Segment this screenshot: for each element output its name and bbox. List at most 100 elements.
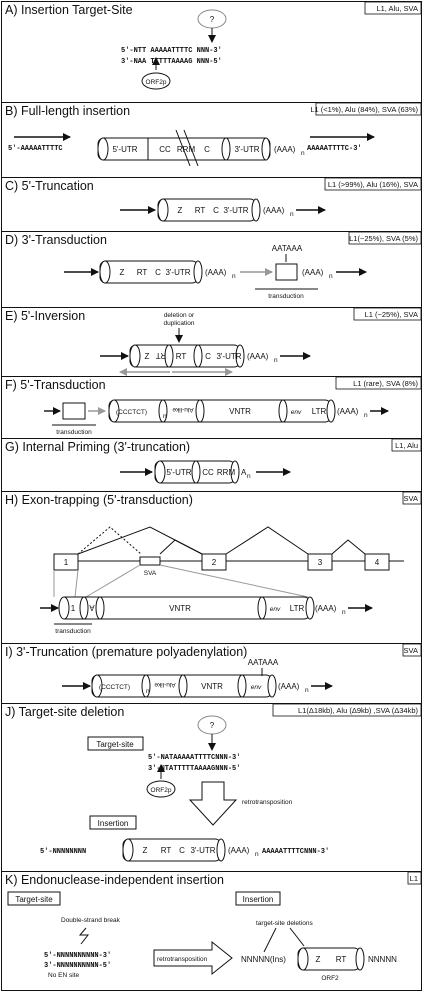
transduced-segment	[275, 263, 298, 281]
svg-text:ORF2: ORF2	[321, 975, 339, 982]
svg-text:Alu-like: Alu-like	[154, 681, 176, 688]
svg-text:?: ?	[210, 721, 215, 730]
svg-text:(AAA): (AAA)	[205, 268, 227, 277]
svg-text:A: A	[241, 468, 247, 477]
svg-text:(AAA): (AAA)	[302, 268, 324, 277]
svg-text:AATAAA: AATAAA	[272, 244, 303, 253]
panel-h-content: 1 SVA 2 3 4 1 A VNTR env LTR (AAA) n tra…	[40, 526, 404, 635]
svg-text:ORF2p: ORF2p	[151, 787, 172, 794]
l1-left-cap	[97, 137, 109, 161]
svg-text:duplication: duplication	[163, 320, 194, 327]
orf2p-label: ORF2p	[146, 79, 167, 86]
svg-text:LTR: LTR	[290, 604, 305, 613]
svg-text:1: 1	[71, 604, 76, 613]
svg-text:Insertion: Insertion	[243, 895, 274, 904]
dsb-label: Double-strand break	[61, 917, 121, 924]
svg-text:C: C	[205, 352, 211, 361]
lightning-icon	[78, 927, 90, 945]
svg-text:(AAA): (AAA)	[247, 352, 269, 361]
panel-titles: A) Insertion Target-Site B) Full-length …	[5, 3, 247, 887]
svg-text:transduction: transduction	[268, 293, 304, 300]
svg-text:RT: RT	[336, 955, 347, 964]
svg-text:Z: Z	[145, 352, 150, 361]
retrotransposition-arrow	[188, 781, 238, 826]
seq-top: 5'-NTT AAAAATTTTC NNN-3'	[121, 47, 222, 55]
svg-text:No EN site: No EN site	[48, 972, 79, 979]
svg-text:Z: Z	[316, 955, 321, 964]
seq-bottom: 3'-NAA TTTTTAAAAG NNN-5'	[121, 58, 222, 66]
title-e: E) 5'-Inversion	[5, 309, 85, 323]
svg-text:(AAA): (AAA)	[274, 145, 296, 154]
svg-text:(AAA): (AAA)	[337, 407, 359, 416]
svg-text:RT: RT	[176, 352, 187, 361]
panel-a-content: ? 5'-NTT AAAAATTTTC NNN-3' 3'-NAA TTTTTA…	[121, 9, 227, 90]
tag-boxes	[272, 1, 422, 885]
svg-text:env: env	[291, 409, 302, 416]
tag-g: L1, Alu	[395, 441, 418, 450]
tag-b: L1 (<1%), Alu (84%), SVA (63%)	[310, 105, 418, 114]
svg-text:transduction: transduction	[55, 628, 91, 635]
svg-text:LTR: LTR	[312, 407, 327, 416]
svg-text:5'-NATAAAAATTTTCNNN-3': 5'-NATAAAAATTTTCNNN-3'	[148, 754, 240, 762]
title-h: H) Exon-trapping (5'-transduction)	[5, 493, 193, 507]
svg-text:n: n	[305, 687, 309, 694]
inverted-rt-label: RT	[156, 351, 167, 360]
panel-c-content: Z RT C 3'-UTR (AAA) n	[120, 198, 326, 222]
title-i: I) 3'-Truncation (premature polyadenylat…	[5, 645, 247, 659]
svg-text:retrotransposition: retrotransposition	[157, 956, 208, 963]
tag-i: SVA	[404, 646, 418, 655]
tag-k: L1	[410, 874, 418, 883]
svg-text:Z: Z	[143, 846, 148, 855]
svg-text:CC: CC	[159, 145, 171, 154]
title-j: J) Target-site deletion	[5, 705, 124, 719]
svg-text:n: n	[364, 412, 368, 419]
utr3-label: 3'-UTR	[234, 145, 259, 154]
svg-text:Z: Z	[120, 268, 125, 277]
svg-text:n: n	[301, 150, 305, 157]
svg-text:(AAA): (AAA)	[263, 206, 285, 215]
svg-text:1: 1	[64, 558, 69, 567]
svg-text:C: C	[179, 846, 185, 855]
panel-f-content: (CCCTCT) n Alu-like VNTR env LTR (AAA) n…	[44, 399, 389, 436]
tsd-left-seq: 5'-AAAAATTTTC	[8, 145, 63, 153]
svg-text:NNNNN(Ins): NNNNN(Ins)	[241, 955, 286, 964]
svg-text:3'-UTR: 3'-UTR	[165, 268, 190, 277]
svg-text:RT: RT	[195, 206, 206, 215]
tsd-right-seq: AAAAATTTTC-3'	[307, 145, 362, 153]
tag-d: L1(~25%), SVA (5%)	[349, 234, 418, 243]
svg-text:3'-NNNNNNNNNN-5': 3'-NNNNNNNNNN-5'	[44, 962, 111, 970]
title-a: A) Insertion Target-Site	[5, 3, 133, 17]
orf2p-ellipse	[141, 72, 171, 90]
svg-text:AAAAATTTTCNNN-3': AAAAATTTTCNNN-3'	[262, 848, 329, 856]
svg-text:env: env	[270, 606, 281, 613]
svg-text:(AAA): (AAA)	[228, 846, 250, 855]
tag-e: L1 (~25%), SVA	[365, 310, 418, 319]
utr5-label: 5'-UTR	[112, 145, 137, 154]
title-d: D) 3'-Transduction	[5, 233, 107, 247]
svg-text:transduction: transduction	[56, 429, 92, 436]
svg-text:5'-NNNNNNNN: 5'-NNNNNNNN	[40, 848, 86, 856]
svg-text:n: n	[290, 211, 294, 218]
svg-text:VNTR: VNTR	[229, 407, 251, 416]
svg-text:n: n	[274, 357, 278, 364]
svg-text:RRM: RRM	[217, 468, 236, 477]
panel-d-content: Z RT C 3'-UTR (AAA) n AATAAA (AAA) n tra…	[64, 244, 367, 300]
svg-text:VNTR: VNTR	[201, 682, 223, 691]
svg-text:VNTR: VNTR	[169, 604, 191, 613]
svg-text:C: C	[204, 145, 210, 154]
panel-j-content: ? Target-site 5'-NATAAAAATTTTCNNN-3' 3'-…	[40, 715, 329, 862]
svg-text:n: n	[146, 688, 150, 695]
svg-text:5'-UTR: 5'-UTR	[166, 468, 191, 477]
question-mark: ?	[210, 15, 215, 24]
svg-text:retrotransposition: retrotransposition	[242, 799, 293, 806]
svg-text:3'-NTATTTTTAAAAGNNN-5': 3'-NTATTTTTAAAAGNNN-5'	[148, 765, 240, 773]
panel-g-content: 5'-UTR CC RRM A n	[120, 460, 291, 484]
svg-text:3'-UTR: 3'-UTR	[190, 846, 215, 855]
svg-text:C: C	[213, 206, 219, 215]
svg-text:Target-site: Target-site	[15, 895, 53, 904]
tag-c: L1 (>99%), Alu (16%), SVA	[328, 180, 418, 189]
title-k: K) Endonuclease-independent insertion	[5, 873, 224, 887]
insertion-label: Insertion	[98, 819, 129, 828]
